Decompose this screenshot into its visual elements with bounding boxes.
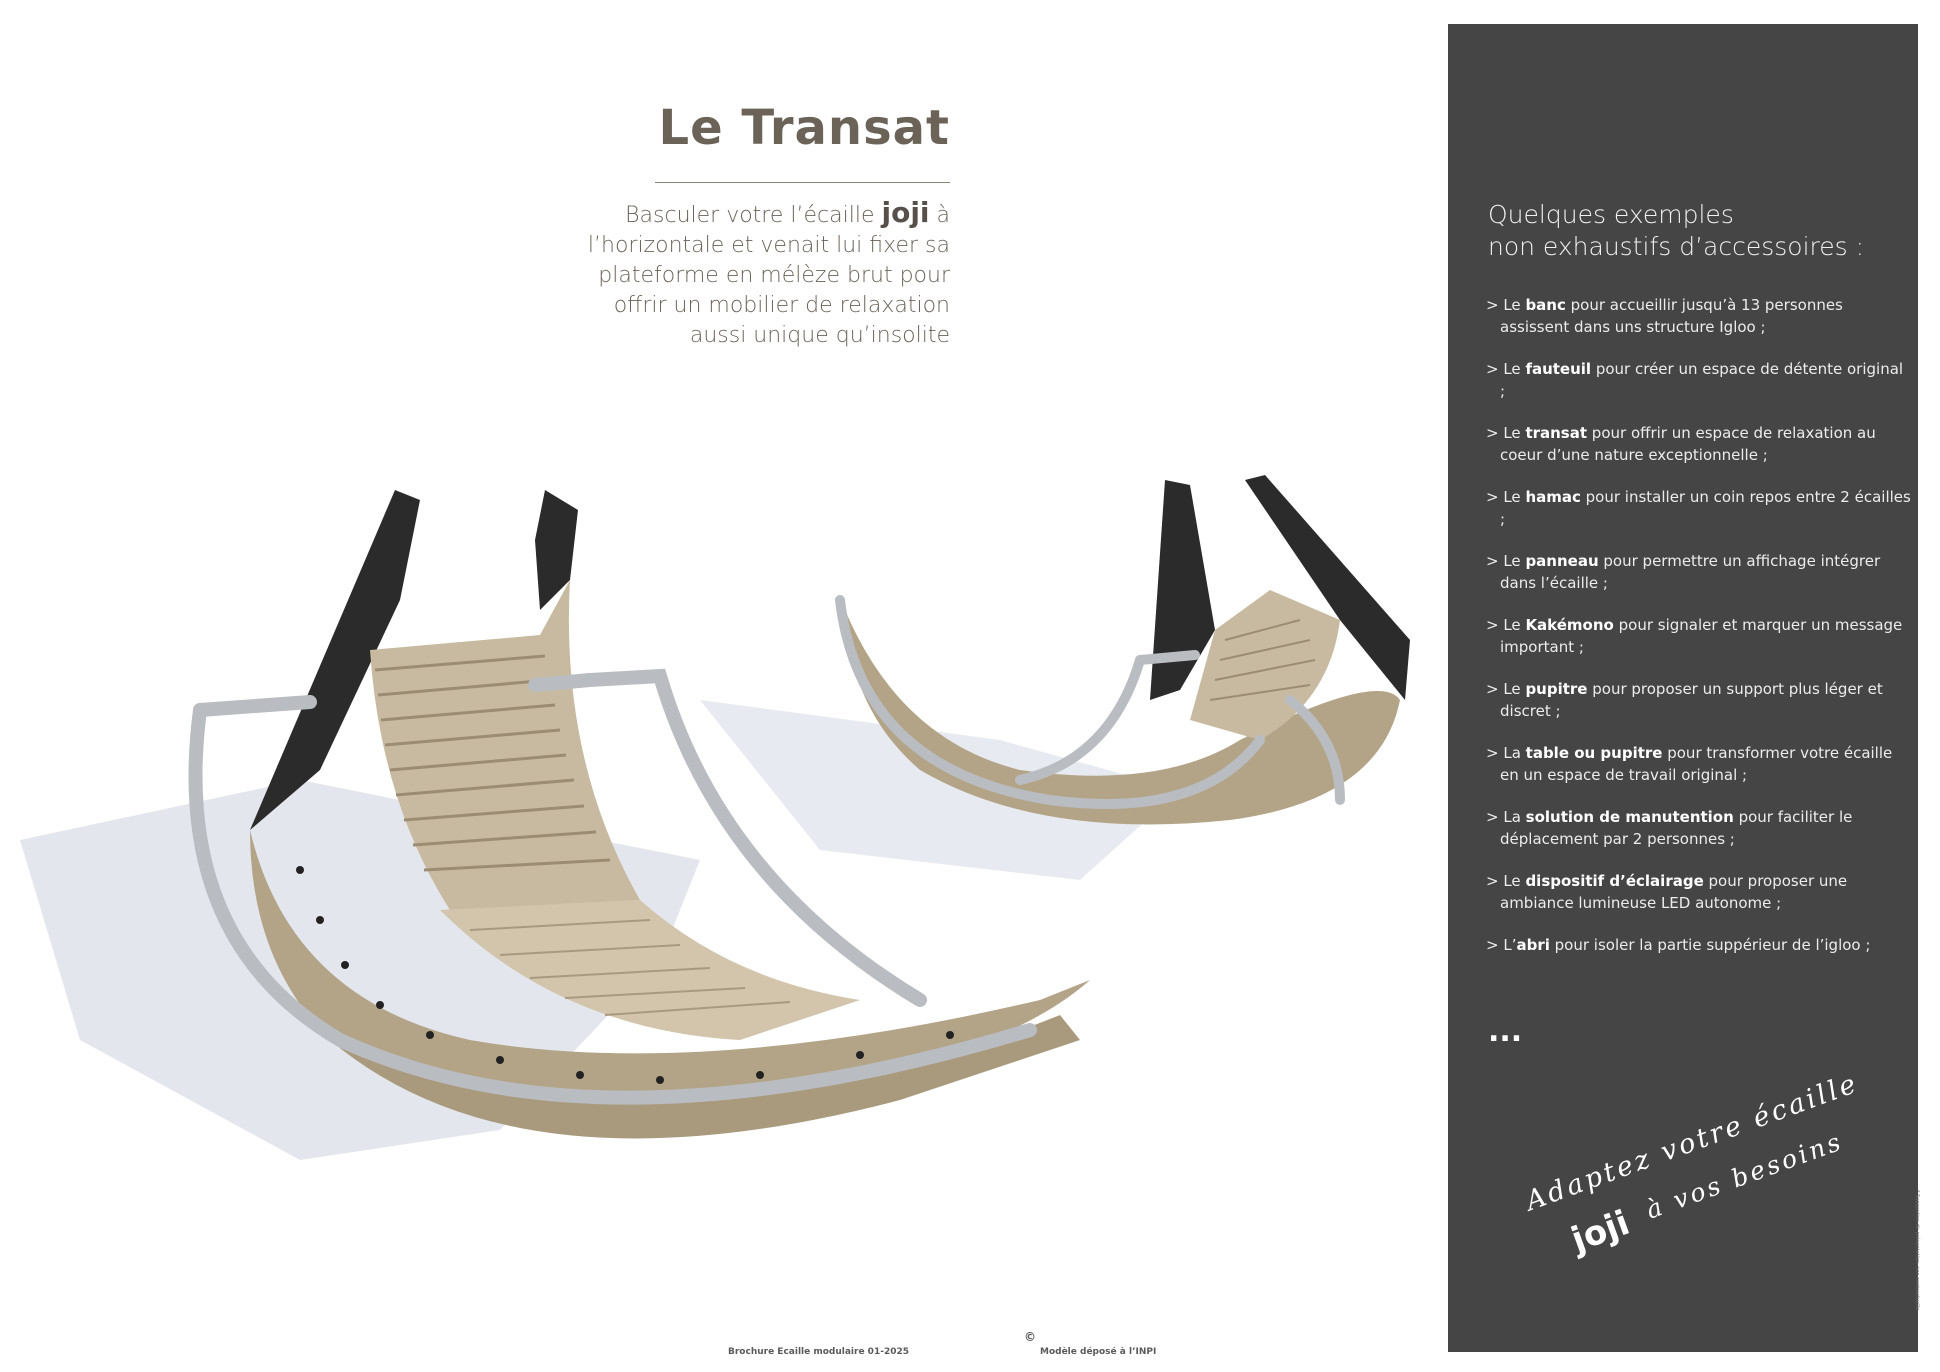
item-description: pour isoler la partie suppérieur de l’ig… (1549, 936, 1871, 954)
item-prefix: > Le (1486, 616, 1526, 634)
footer-inpi-label: Modèle déposé à l’INPI (1040, 1347, 1157, 1357)
slogan: Adaptez votre écaille joji à vos besoins (1511, 1057, 1863, 1301)
item-description: pour transformer votre écaille en un esp… (1500, 744, 1893, 784)
intro-text-end: à l’horizontale et venait lui fixer sa p… (587, 203, 950, 348)
front-metal-frame (188, 668, 1037, 1105)
rear-wood-body (845, 610, 1400, 825)
item-keyword: banc (1525, 296, 1566, 314)
item-prefix: > Le (1486, 424, 1526, 442)
rear-seat (1190, 590, 1340, 740)
item-description: pour offrir un espace de relaxation au c… (1500, 424, 1876, 464)
front-right-shell (535, 490, 578, 610)
list-ellipsis: ... (1488, 1014, 1523, 1049)
item-prefix: > Le (1486, 360, 1526, 378)
front-left-shell (250, 490, 420, 830)
slogan-brand: joji (1566, 1202, 1635, 1261)
transat-illustration (20, 475, 1410, 1160)
list-item: > Le hamac pour installer un coin repos … (1486, 486, 1911, 530)
item-prefix: > Le (1486, 872, 1526, 890)
accessories-panel: Quelques exemples non exhaustifs d’acces… (1448, 24, 1918, 1352)
list-item: > Le dispositif d’éclairage pour propose… (1486, 870, 1911, 914)
list-item: > La table ou pupitre pour transformer v… (1486, 742, 1911, 786)
list-item: > L’abri pour isoler la partie suppérieu… (1486, 934, 1911, 956)
rear-seat-slats (1209, 619, 1316, 701)
item-prefix: > L’ (1486, 936, 1517, 954)
footer-brochure-label: Brochure Ecaille modulaire 01-2025 (728, 1347, 909, 1357)
intro-text-start: Basculer votre l’écaille (625, 203, 882, 228)
front-seat-back (370, 580, 640, 910)
item-keyword: fauteuil (1525, 360, 1592, 378)
item-description: pour créer un espace de détente original… (1500, 360, 1904, 400)
item-keyword: solution de manutention (1525, 808, 1734, 826)
list-item: > Le fauteuil pour créer un espace de dé… (1486, 358, 1911, 402)
page-title: Le Transat (658, 100, 950, 156)
rear-right-shell (1245, 475, 1410, 700)
list-item: > Le pupitre pour proposer un support pl… (1486, 678, 1911, 722)
item-keyword: abri (1516, 936, 1550, 954)
list-item: > Le Kakémono pour signaler et marquer u… (1486, 614, 1911, 658)
item-keyword: hamac (1525, 488, 1581, 506)
copyright-icon: © (1024, 1330, 1036, 1344)
item-prefix: > Le (1486, 296, 1526, 314)
item-prefix: > Le (1486, 552, 1526, 570)
front-wood-body (250, 830, 1090, 1112)
item-description: pour installer un coin repos entre 2 éca… (1500, 488, 1911, 528)
front-back-slats (374, 654, 611, 872)
list-item: > Le banc pour accueillir jusqu’à 13 per… (1486, 294, 1911, 338)
item-description: pour proposer une ambiance lumineuse LED… (1500, 872, 1848, 912)
accessories-list: > Le banc pour accueillir jusqu’à 13 per… (1486, 294, 1911, 976)
list-item: > Le transat pour offrir un espace de re… (1486, 422, 1911, 466)
item-keyword: dispositif d’éclairage (1525, 872, 1704, 890)
rear-transat-shadow (700, 700, 1180, 880)
item-keyword: pupitre (1525, 680, 1588, 698)
item-description: pour permettre un affichage intégrer dan… (1500, 552, 1881, 592)
list-item: > La solution de manutention pour facili… (1486, 806, 1911, 850)
item-description: pour faciliter le déplacement par 2 pers… (1500, 808, 1853, 848)
item-keyword: Kakémono (1525, 616, 1614, 634)
title-divider (655, 182, 950, 183)
item-prefix: > Le (1486, 680, 1526, 698)
panel-title-line1: Quelques exemples (1488, 200, 1734, 229)
item-prefix: > La (1486, 808, 1526, 826)
panel-title: Quelques exemples non exhaustifs d’acces… (1488, 199, 1908, 263)
side-disclaimer: * Suggestion de présentation, non contra… (1914, 1190, 1920, 1311)
item-keyword: transat (1525, 424, 1588, 442)
panel-title-line2: non exhaustifs d’accessoires : (1488, 232, 1865, 261)
rear-metal-frame (835, 595, 1345, 809)
front-bolts (296, 866, 954, 1084)
intro-brand: joji (881, 196, 930, 229)
item-prefix: > Le (1486, 488, 1526, 506)
item-prefix: > La (1486, 744, 1526, 762)
intro-paragraph: Basculer votre l’écaille joji à l’horizo… (560, 198, 950, 351)
front-seat-slats (469, 919, 791, 1016)
rear-left-shell (1150, 480, 1215, 700)
list-item: > Le panneau pour permettre un affichage… (1486, 550, 1911, 594)
item-description: pour signaler et marquer un message impo… (1500, 616, 1903, 656)
item-keyword: table ou pupitre (1525, 744, 1663, 762)
item-description: pour proposer un support plus léger et d… (1500, 680, 1883, 720)
front-rocker-outer (330, 1015, 1080, 1139)
item-keyword: panneau (1525, 552, 1599, 570)
item-description: pour accueillir jusqu’à 13 personnes ass… (1500, 296, 1843, 336)
